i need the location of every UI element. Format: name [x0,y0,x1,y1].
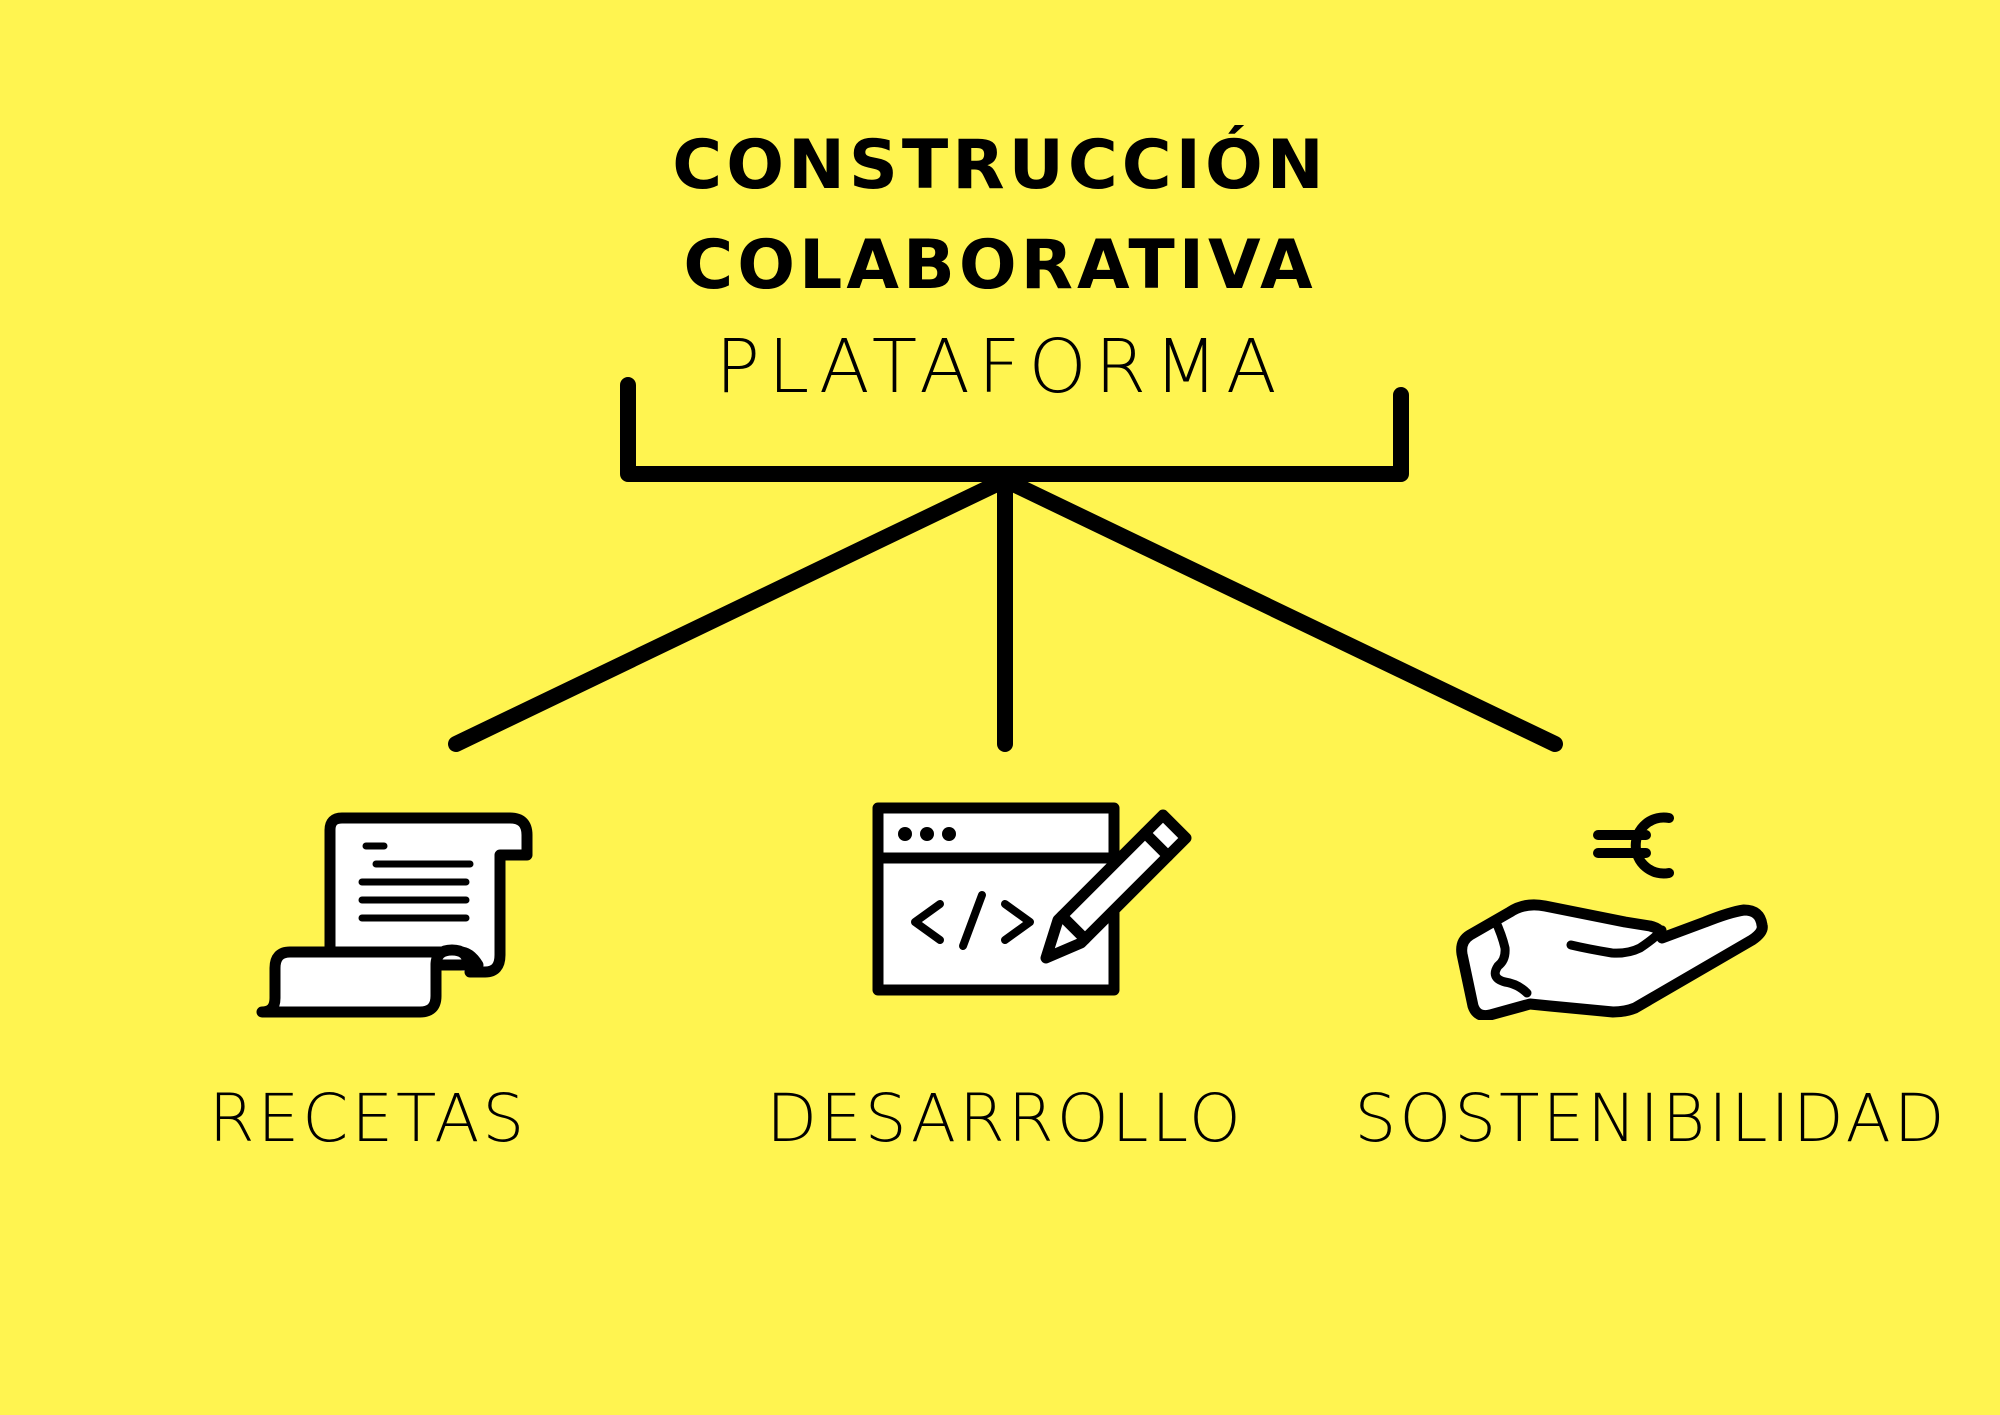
code-window-pencil-icon [872,802,1192,996]
title-line-2: COLABORATIVA [683,226,1317,305]
branch-label-recetas: RECETAS [208,1080,528,1157]
bracket [620,377,1409,482]
branch-label-desarrollo: DESARROLLO [766,1080,1244,1157]
branch-line-right [997,472,1563,752]
branch-line-left [448,472,1013,752]
recipe-scroll-icon [256,812,533,1018]
title-line-1: CONSTRUCCIÓN [672,126,1328,205]
subtitle: PLATAFORMA [715,324,1285,410]
hand-euro-icon [1456,812,1768,1020]
branch-label-sostenibilidad: SOSTENIBILIDAD [1354,1080,1948,1157]
